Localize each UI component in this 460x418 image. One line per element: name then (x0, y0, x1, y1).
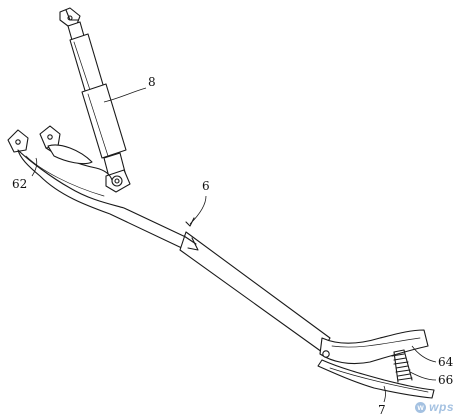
lever-right-clevis (39, 125, 61, 149)
label-jaw-tip: 64 (438, 355, 454, 369)
damper (59, 7, 131, 193)
label-lower-jaw-group: 7 (378, 385, 386, 417)
lever-shaft (179, 231, 331, 353)
coil-spring (391, 349, 413, 383)
label-spring-group: 66 (409, 371, 453, 387)
label-upper-arm-end: 62 (12, 177, 27, 191)
label-damper: 8 (148, 75, 156, 89)
label-spring: 66 (438, 373, 453, 387)
wps-watermark: w wps (415, 400, 454, 414)
lever-left-clevis (7, 129, 29, 153)
lever-fork-body (17, 149, 193, 251)
wps-logo-icon: w (415, 401, 427, 413)
lever-arm (7, 125, 429, 365)
damper-bottom-eye (105, 169, 131, 193)
label-lever: 6 (202, 179, 210, 193)
lower-jaw (317, 359, 435, 399)
watermark-text: wps (429, 400, 454, 414)
lever-upper-jaw (319, 329, 429, 365)
label-damper-group: 8 (103, 75, 156, 103)
label-lower-jaw: 7 (378, 403, 386, 417)
damper-main-barrel (81, 83, 127, 159)
jaw-pivot-pin (322, 350, 330, 358)
label-jaw-tip-group: 64 (411, 345, 454, 369)
label-upper-arm-end-group: 62 (12, 157, 38, 191)
label-lever-group: 6 (185, 179, 210, 227)
damper-upper-cylinder (69, 33, 105, 95)
